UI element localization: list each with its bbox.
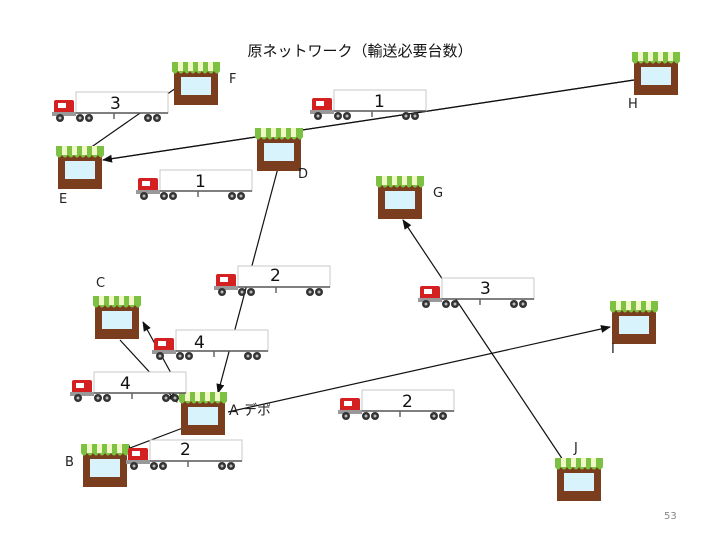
truck-count-e-d: 1 — [195, 172, 206, 192]
shop-c — [93, 296, 141, 339]
shop-d — [255, 128, 303, 171]
truck-a-c — [151, 329, 269, 361]
node-label-b: B — [65, 455, 74, 470]
node-label-g: G — [433, 186, 444, 201]
truck-count-a-j: 2 — [402, 392, 413, 412]
shop-e — [56, 146, 104, 189]
shop-h — [632, 52, 680, 95]
shop-b — [81, 444, 129, 487]
truck-e-d — [135, 169, 253, 201]
edge-j-g — [402, 219, 572, 473]
shop-j — [555, 458, 603, 501]
truck-a-i — [417, 277, 535, 309]
truck-d-h — [309, 89, 427, 121]
truck-a-j — [337, 389, 455, 421]
node-label-i: I — [611, 342, 615, 357]
shop-a-depot — [179, 392, 227, 435]
truck-count-a-i: 3 — [480, 279, 491, 299]
page-number: 53 — [664, 511, 677, 522]
truck-count-e-f: 3 — [110, 94, 121, 114]
truck-count-d-h: 1 — [374, 92, 385, 112]
node-label-h: H — [628, 97, 638, 112]
diagram-title: 原ネットワーク（輸送必要台数） — [247, 42, 473, 60]
truck-count-a-d: 2 — [270, 266, 281, 286]
truck-count-a-b: 2 — [180, 440, 191, 460]
truck-count-c-a: 4 — [120, 374, 131, 394]
node-label-c: C — [96, 276, 106, 291]
node-label-e: E — [59, 192, 68, 207]
shop-i — [610, 301, 658, 344]
edge-h-e-start — [102, 79, 635, 161]
shop-g — [376, 176, 424, 219]
node-label-d: D — [298, 167, 309, 182]
node-label-f: F — [229, 72, 237, 87]
truck-count-a-c: 4 — [194, 333, 205, 353]
node-label-a-depot: A デポ — [229, 403, 272, 419]
shop-f — [172, 62, 220, 105]
node-label-j: J — [574, 441, 578, 456]
edge-a-i — [227, 325, 611, 413]
